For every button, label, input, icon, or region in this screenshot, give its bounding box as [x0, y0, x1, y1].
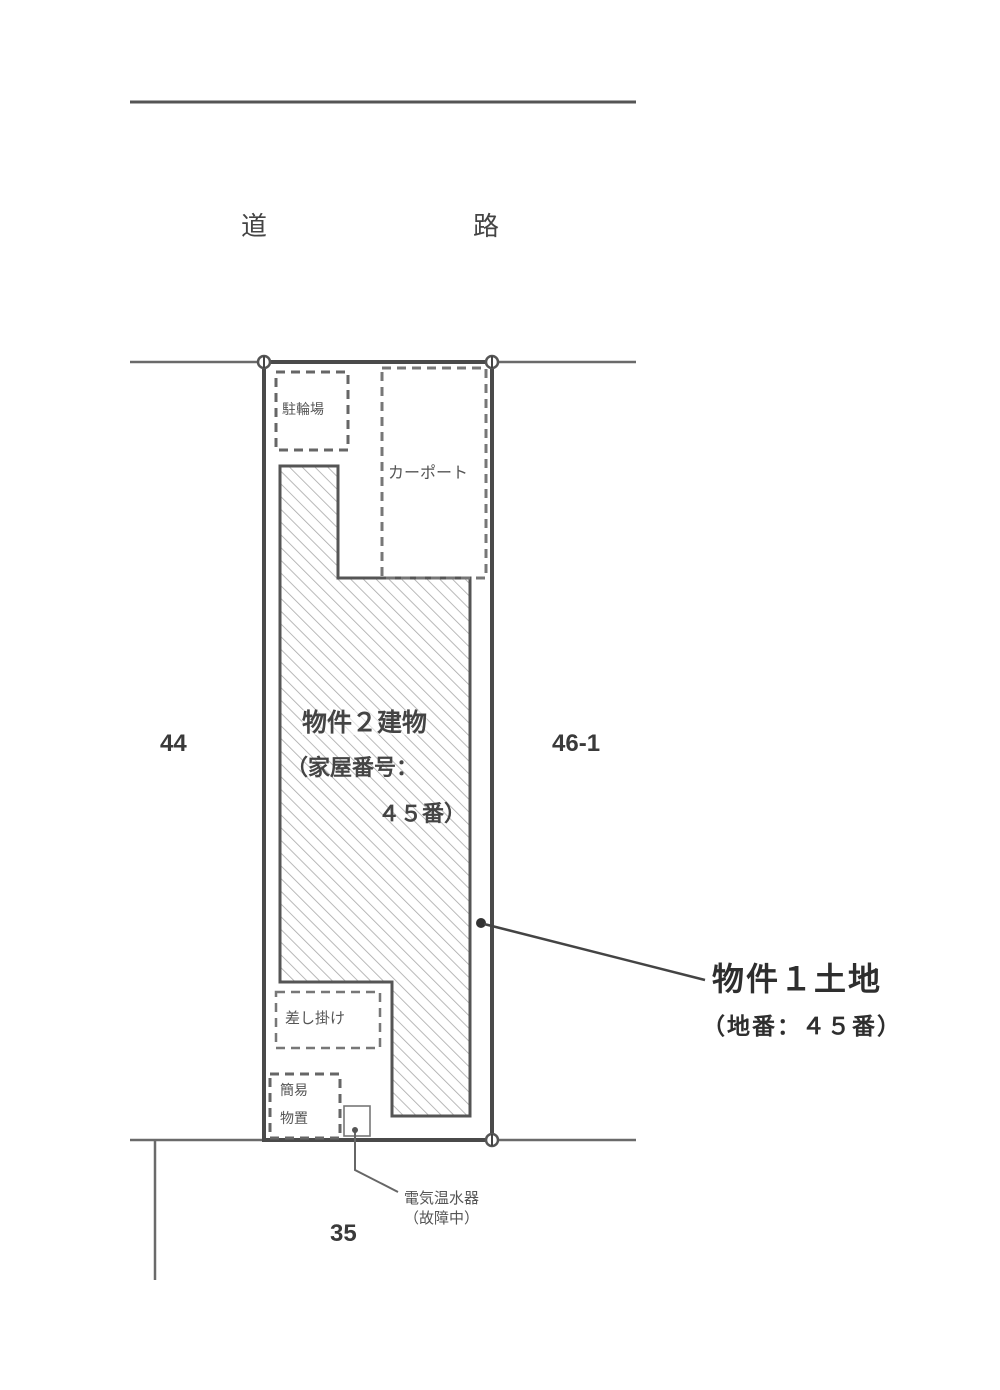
lot-number-south: 35: [330, 1220, 357, 1247]
water-heater-leader-line: [354, 1130, 399, 1193]
water-heater-label-block: 電気温水器 （故障中）: [404, 1188, 479, 1229]
land-marker-dot: [476, 918, 486, 928]
water-heater-label: 電気温水器: [404, 1189, 480, 1207]
lot-number-west: 44: [160, 730, 187, 757]
road-label-char-1: 道: [241, 212, 268, 242]
storage-shed-area: [268, 1072, 342, 1140]
storage-label-line2: 物置: [280, 1111, 308, 1127]
bicycle-parking-area: [274, 370, 350, 452]
water-heater-status: （故障中）: [404, 1209, 480, 1228]
land-leader-line: [483, 922, 706, 982]
subject-lot-outline: [262, 360, 494, 1142]
water-heater-marker-dot: [352, 1127, 358, 1133]
lean-to-label: 差し掛け: [285, 1009, 346, 1027]
land-subtitle: （地番：４５番）: [702, 1014, 902, 1040]
building-footprint: [278, 464, 472, 1118]
lot-number-east: 46-1: [552, 730, 601, 757]
building-subtitle-line1: （家屋番号：: [286, 756, 419, 781]
water-heater-box: [343, 1105, 371, 1137]
lean-to-area: [274, 990, 382, 1050]
land-title: 物件１土地: [712, 960, 883, 998]
building-subtitle-line2: ４５番）: [378, 802, 467, 827]
building-title: 物件２建物: [302, 708, 428, 737]
carport-label: カーポート: [388, 463, 469, 482]
carport-area: [380, 366, 488, 580]
storage-label-line1: 簡易: [280, 1083, 308, 1099]
bicycle-parking-label: 駐輪場: [282, 402, 324, 418]
road-label-char-2: 路: [473, 212, 500, 242]
